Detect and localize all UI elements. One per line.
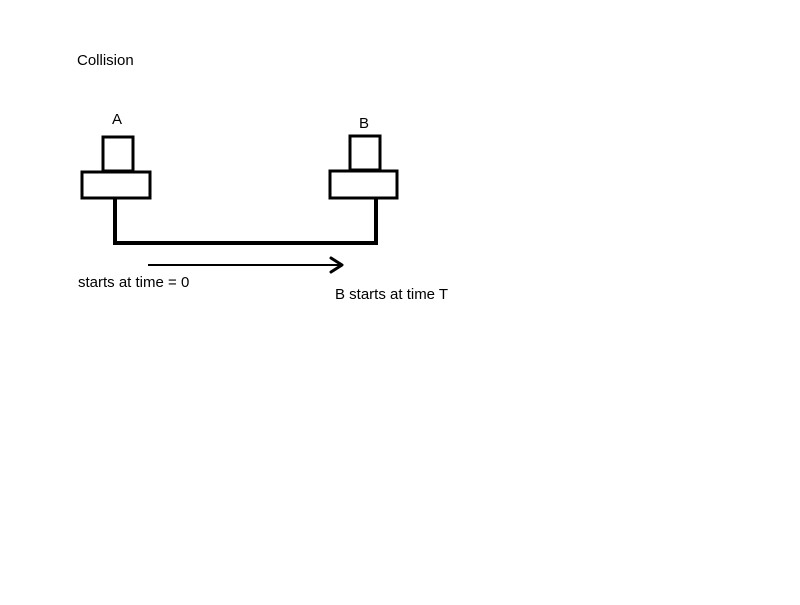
node-b xyxy=(328,134,399,200)
direction-arrow-head xyxy=(329,256,344,274)
node-a-base-box xyxy=(80,170,152,200)
node-b-start-label: B starts at time T xyxy=(335,286,449,303)
node-a-top-box xyxy=(101,135,135,173)
node-b-base-box xyxy=(328,169,399,200)
node-a xyxy=(80,135,152,200)
node-a-label: A xyxy=(112,111,123,128)
diagram-title: Collision xyxy=(77,52,134,69)
connection-line xyxy=(113,199,378,245)
node-b-top-box xyxy=(348,134,382,172)
node-b-label: B xyxy=(359,115,370,132)
node-a-start-label: starts at time = 0 xyxy=(78,274,190,291)
right-arrow-icon xyxy=(148,256,344,274)
